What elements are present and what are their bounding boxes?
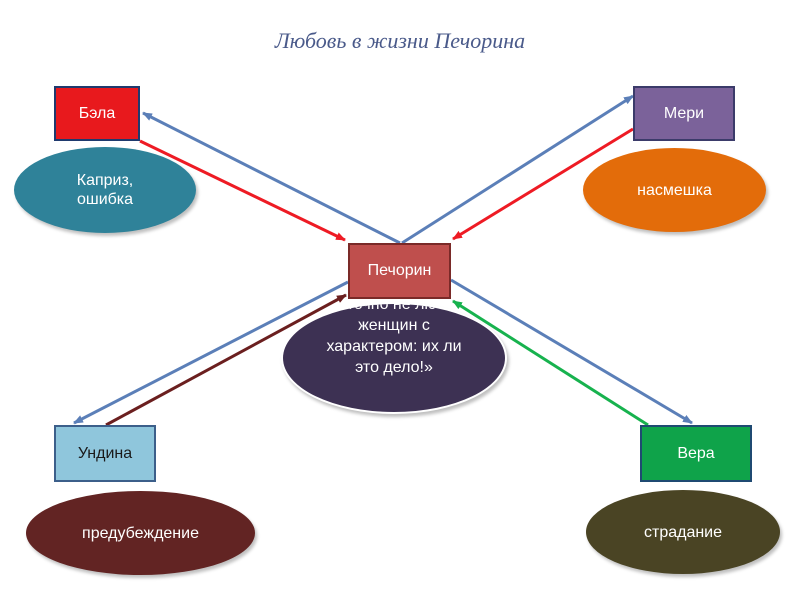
oval-vera-suffering: страдание: [586, 490, 780, 574]
arrow-pechorin-to-bela: [142, 111, 401, 245]
arrow-meri-to-pechorin: [452, 127, 634, 241]
node-vera-label: Вера: [677, 444, 715, 462]
node-pechorin-label: Печорин: [367, 262, 432, 279]
node-meri: Мери: [633, 86, 735, 141]
oval-bela-caprice: Каприз, ошибка: [14, 147, 196, 233]
arrow-bela-to-pechorin: [139, 139, 346, 242]
arrow-vera-to-pechorin: [452, 299, 649, 427]
node-pechorin: Печорин: [348, 243, 451, 299]
arrow-pechorin-to-meri: [401, 94, 634, 245]
arrow-pechorin-to-vera: [450, 278, 693, 425]
oval-bela-text: Каприз, ошибка: [76, 172, 134, 208]
node-undina: Ундина: [54, 425, 156, 482]
node-bela: Бэла: [54, 86, 140, 141]
oval-vera-text: страдание: [643, 523, 723, 541]
oval-undina-text: предубеждение: [82, 524, 199, 542]
oval-pechorin-quote: «Я точно не люблю женщин с характером: и…: [281, 302, 507, 414]
node-meri-label: Мери: [663, 104, 705, 122]
node-bela-label: Бэла: [78, 104, 116, 122]
node-vera: Вера: [640, 425, 752, 482]
oval-meri-text: насмешка: [637, 181, 712, 199]
arrow-pechorin-to-undina: [73, 280, 349, 425]
oval-undina-prejudice: предубеждение: [26, 491, 255, 575]
diagram-title: Любовь в жизни Печорина: [274, 28, 526, 53]
oval-meri-mockery: насмешка: [583, 148, 766, 232]
oval-pechorin-text: «Я точно не люблю женщин с характером: и…: [321, 302, 467, 376]
arrow-undina-to-pechorin: [105, 293, 347, 427]
node-undina-label: Ундина: [77, 444, 133, 462]
